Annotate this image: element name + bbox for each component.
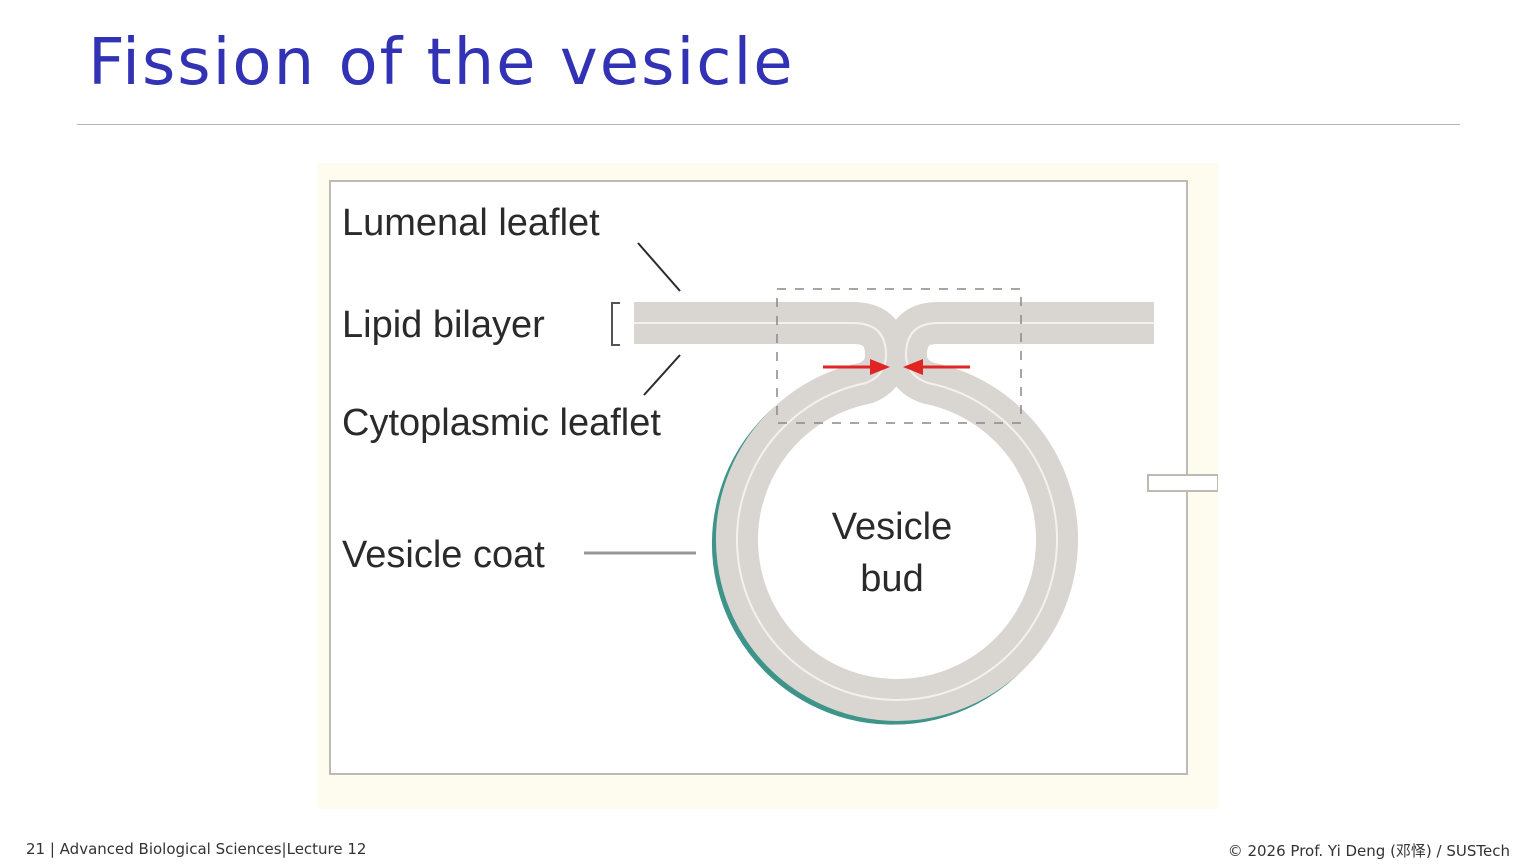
constriction-arrows bbox=[823, 359, 970, 375]
left-arrow-head bbox=[870, 359, 890, 375]
bilayer-bracket bbox=[611, 302, 620, 346]
slide-title: Fission of the vesicle bbox=[88, 26, 795, 100]
label-vesicle-coat: Vesicle coat bbox=[342, 534, 545, 576]
lipid-bilayer-membrane bbox=[634, 302, 1154, 721]
neck-highlight-box bbox=[776, 288, 1022, 424]
membrane-midline bbox=[634, 322, 1154, 701]
footer-course-info: 21 | Advanced Biological Sciences|Lectur… bbox=[26, 840, 367, 858]
vesicle-fission-diagram: Lumenal leaflet Lipid bilayer Cytoplasmi… bbox=[318, 163, 1218, 809]
label-lipid-bilayer: Lipid bilayer bbox=[342, 304, 545, 346]
cytoplasmic-pointer-line bbox=[643, 354, 681, 396]
label-vesicle-bud-line1: Vesicle bbox=[832, 506, 952, 548]
footer-copyright: © 2026 Prof. Yi Deng (邓怿) / SUSTech bbox=[1227, 842, 1510, 860]
diagram-svg: Lumenal leaflet Lipid bilayer Cytoplasmi… bbox=[318, 163, 1218, 809]
lumenal-pointer-line bbox=[637, 242, 681, 292]
label-lumenal-leaflet: Lumenal leaflet bbox=[342, 202, 600, 244]
label-cytoplasmic-leaflet: Cytoplasmic leaflet bbox=[342, 402, 661, 444]
title-divider bbox=[77, 124, 1460, 125]
label-vesicle-bud-line2: bud bbox=[860, 558, 923, 600]
frame-tab bbox=[1147, 474, 1218, 492]
right-arrow-head bbox=[903, 359, 923, 375]
